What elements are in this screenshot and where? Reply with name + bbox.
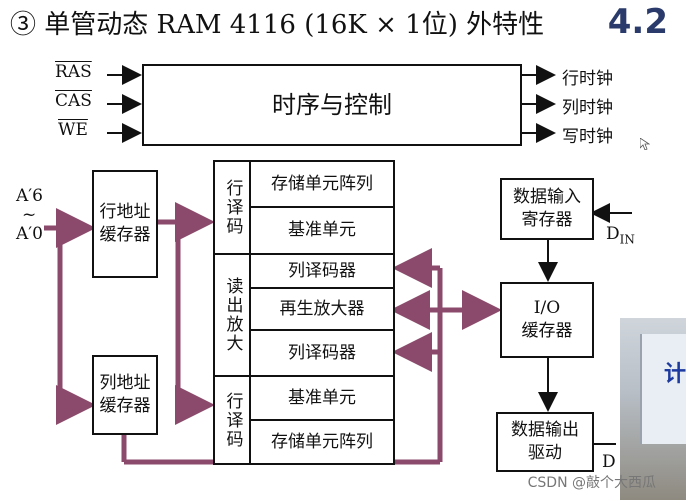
photo-text: 计 — [664, 362, 686, 387]
upper-column-decoder: 列译码器 — [249, 253, 395, 289]
io-buffer: I/O 缓存器 — [500, 282, 594, 358]
address-tilde: ~ — [22, 205, 37, 225]
watermark: CSDN @敲个大西瓜 — [527, 475, 656, 491]
din-main: D — [606, 224, 620, 244]
upper-storage-array: 存储单元阵列 — [249, 160, 395, 208]
address-bottom-label: A′0 — [16, 224, 43, 244]
write-clock-label: 写时钟 — [562, 127, 613, 147]
photo-panel — [640, 334, 686, 444]
section-number: 4.2 — [607, 2, 668, 42]
upper-row-decoder: 行译码 — [213, 160, 251, 255]
dout-label: D — [602, 452, 616, 472]
data-input-register: 数据输入 寄存器 — [500, 178, 594, 240]
column-address-buffer: 列地址 缓存器 — [92, 355, 158, 435]
page-title: ③ 单管动态 RAM 4116 (16K × 1位) 外特性 — [10, 10, 545, 40]
cas-label: CAS — [55, 91, 92, 111]
we-label: WE — [58, 120, 88, 140]
row-address-buffer: 行地址 缓存器 — [92, 170, 158, 278]
lower-row-decoder: 行译码 — [213, 375, 251, 465]
lower-reference-cell: 基准单元 — [249, 375, 395, 421]
din-sub: IN — [619, 232, 635, 247]
regenerative-amplifier: 再生放大器 — [249, 287, 395, 331]
lower-column-decoder: 列译码器 — [249, 329, 395, 377]
data-output-driver: 数据输出 驱动 — [496, 412, 594, 472]
col-clock-label: 列时钟 — [562, 98, 613, 118]
ras-label: RAS — [55, 62, 92, 82]
mouse-cursor-icon — [640, 138, 650, 150]
address-top-label: A′6 — [16, 186, 43, 206]
din-label: DIN — [606, 224, 635, 246]
sense-amplifier-label: 读出放大 — [213, 253, 251, 377]
timing-control-block: 时序与控制 — [142, 64, 522, 146]
lower-storage-array: 存储单元阵列 — [249, 419, 395, 465]
row-clock-label: 行时钟 — [562, 69, 613, 89]
upper-reference-cell: 基准单元 — [249, 206, 395, 255]
